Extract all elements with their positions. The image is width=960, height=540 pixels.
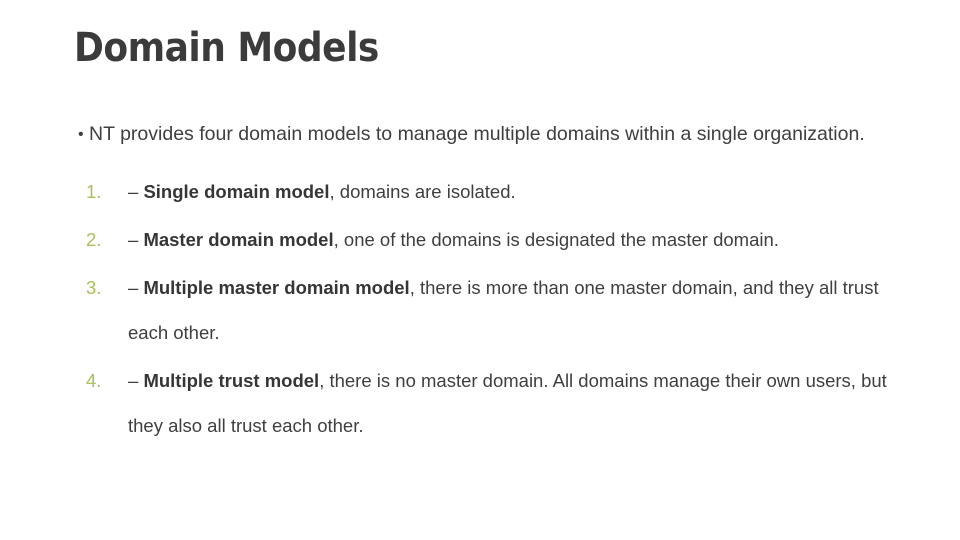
list-item-lead: Multiple master domain model [143,277,410,298]
list-item: 4. – Multiple trust model, there is no m… [0,358,960,448]
list-item: 1. – Single domain model, domains are is… [0,169,960,214]
list-item-dash: – [128,229,139,250]
bullet-paragraph: • NT provides four domain models to mana… [0,112,960,157]
list-item-number: 3. [86,277,102,298]
bullet-paragraph-text: NT provides four domain models to manage… [89,123,865,145]
list-item-rest: , there is more than one master domain, … [128,277,879,343]
list-item-lead: Multiple trust model [143,370,320,391]
bullet-dot-icon: • [78,126,84,143]
list-item-dash: – [128,370,139,391]
list-item-lead: Master domain model [143,229,334,250]
list-item-dash: – [128,181,139,202]
list-item-number: 1. [86,181,102,202]
list-item-number: 4. [86,370,102,391]
list-item: 3. – Multiple master domain model, there… [0,265,960,355]
list-item-lead: Single domain model [143,181,330,202]
list-item-rest: , domains are isolated. [329,181,516,202]
slide-body: • NT provides four domain models to mana… [0,112,960,451]
list-item-number: 2. [86,229,102,250]
page-title: Domain Models [74,25,379,71]
list-item-dash: – [128,277,139,298]
list-item-rest: , there is no master domain. All domains… [128,370,887,436]
list-item: 2. – Master domain model, one of the dom… [0,217,960,262]
domain-model-list: 1. – Single domain model, domains are is… [0,169,960,448]
list-item-rest: , one of the domains is designated the m… [333,229,779,250]
